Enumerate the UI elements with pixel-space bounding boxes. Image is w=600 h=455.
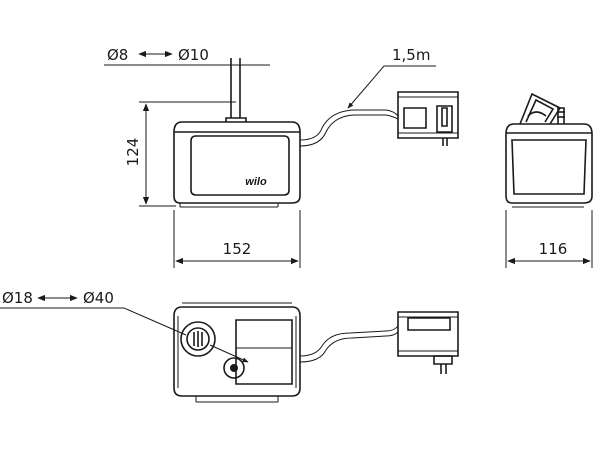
front-view: wilo: [173, 58, 301, 208]
height-dimension: 124: [124, 101, 236, 207]
inlet-port: [180, 321, 216, 357]
inlet-small-diameter-label: Ø18: [2, 289, 33, 307]
width-dimension: 152: [173, 210, 301, 268]
pump-body-side: [505, 123, 593, 204]
tube-diameter-dimension: Ø8 Ø10: [104, 46, 270, 66]
tube-large-diameter-label: Ø10: [178, 46, 209, 64]
depth-label: 116: [539, 240, 568, 258]
inlet-large-diameter-label: Ø40: [83, 289, 114, 307]
side-view: [505, 92, 593, 208]
height-label: 124: [124, 138, 142, 167]
power-cable-top: [299, 109, 399, 147]
power-adapter-bottom: [397, 311, 459, 374]
cable-length-dimension: 1,5m: [347, 46, 436, 109]
power-adapter-top: [397, 91, 459, 146]
pump-body-top: [173, 306, 301, 397]
depth-dimension: 116: [505, 210, 593, 268]
power-cable-bottom: [299, 325, 399, 363]
pump-body-front: [173, 121, 301, 204]
drain-port: [223, 357, 245, 379]
width-label: 152: [223, 240, 252, 258]
cable-length-label: 1,5m: [392, 46, 430, 64]
front-label-panel: [190, 135, 290, 196]
tube-small-diameter-label: Ø8: [107, 46, 128, 64]
inlet-diameter-dimension: Ø18 Ø40: [0, 289, 249, 363]
brand-logo: wilo: [245, 176, 267, 188]
top-view: [173, 302, 301, 403]
discharge-tube: [225, 58, 247, 125]
